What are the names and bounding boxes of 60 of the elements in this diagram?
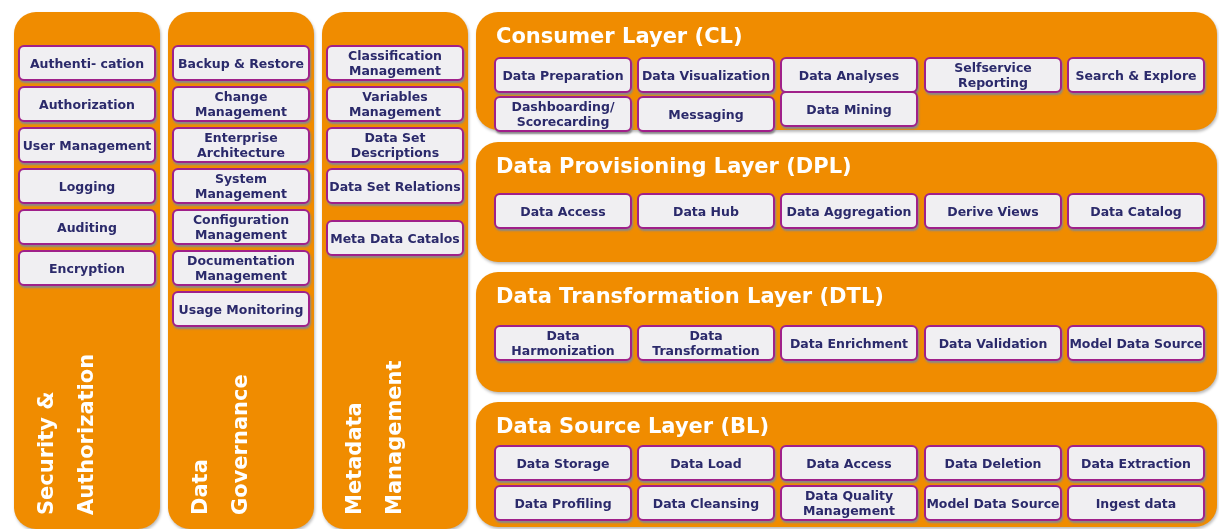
component-box: Documentation Management (172, 250, 310, 286)
component-box: Classification Management (326, 45, 464, 81)
panel-title: Consumer Layer (CL) (496, 24, 743, 48)
component-box: Data Set Relations (326, 168, 464, 204)
component-box: Encryption (18, 250, 156, 286)
component-box: Selfservice Reporting (924, 57, 1062, 93)
layer-panel (476, 402, 1217, 527)
component-box: System Management (172, 168, 310, 204)
component-box: Model Data Source (1067, 325, 1205, 361)
component-box: Data Set Descriptions (326, 127, 464, 163)
component-box: User Management (18, 127, 156, 163)
component-box: Data Enrichment (780, 325, 918, 361)
component-box: Data Storage (494, 445, 632, 481)
component-box: Ingest data (1067, 485, 1205, 521)
component-box: Backup & Restore (172, 45, 310, 81)
component-box: Data Hub (637, 193, 775, 229)
component-box: Search & Explore (1067, 57, 1205, 93)
component-box: Data Transformation (637, 325, 775, 361)
column-panel (168, 12, 314, 529)
component-box: Data Quality Management (780, 485, 918, 521)
component-box: Data Validation (924, 325, 1062, 361)
column-panel (14, 12, 160, 529)
component-box: Logging (18, 168, 156, 204)
component-box: Variables Management (326, 86, 464, 122)
panel-title: Data Transformation Layer (DTL) (496, 284, 884, 308)
component-box: Change Management (172, 86, 310, 122)
component-box: Data Harmonization (494, 325, 632, 361)
component-box: Data Access (494, 193, 632, 229)
component-box: Derive Views (924, 193, 1062, 229)
component-box: Configuration Management (172, 209, 310, 245)
component-box: Model Data Source (924, 485, 1062, 521)
component-box: Usage Monitoring (172, 291, 310, 327)
layer-panel (476, 12, 1217, 130)
component-box: Data Analyses (780, 57, 918, 93)
component-box: Messaging (637, 96, 775, 132)
panel-title: Metadata Management (341, 359, 407, 515)
component-box: Auditing (18, 209, 156, 245)
panel-title: Data Governance (187, 373, 253, 515)
component-box: Data Access (780, 445, 918, 481)
component-box: Data Catalog (1067, 193, 1205, 229)
component-box: Data Deletion (924, 445, 1062, 481)
panel-title: Data Provisioning Layer (DPL) (496, 154, 852, 178)
component-box: Data Profiling (494, 485, 632, 521)
component-box: Data Load (637, 445, 775, 481)
component-box: Enterprise Architecture (172, 127, 310, 163)
component-box: Data Preparation (494, 57, 632, 93)
component-box: Data Aggregation (780, 193, 918, 229)
component-box: Authenti- cation (18, 45, 156, 81)
panel-title: Data Source Layer (BL) (496, 414, 770, 438)
component-box: Authorization (18, 86, 156, 122)
component-box: Dashboarding/ Scorecarding (494, 96, 632, 132)
column-panel (322, 12, 468, 529)
component-box: Meta Data Catalos (326, 220, 464, 256)
component-box: Data Cleansing (637, 485, 775, 521)
panel-title: Security & Authorization (33, 352, 99, 515)
component-box: Data Mining (780, 91, 918, 127)
layer-panel (476, 142, 1217, 262)
component-box: Data Extraction (1067, 445, 1205, 481)
layer-panel (476, 272, 1217, 392)
component-box: Data Visualization (637, 57, 775, 93)
